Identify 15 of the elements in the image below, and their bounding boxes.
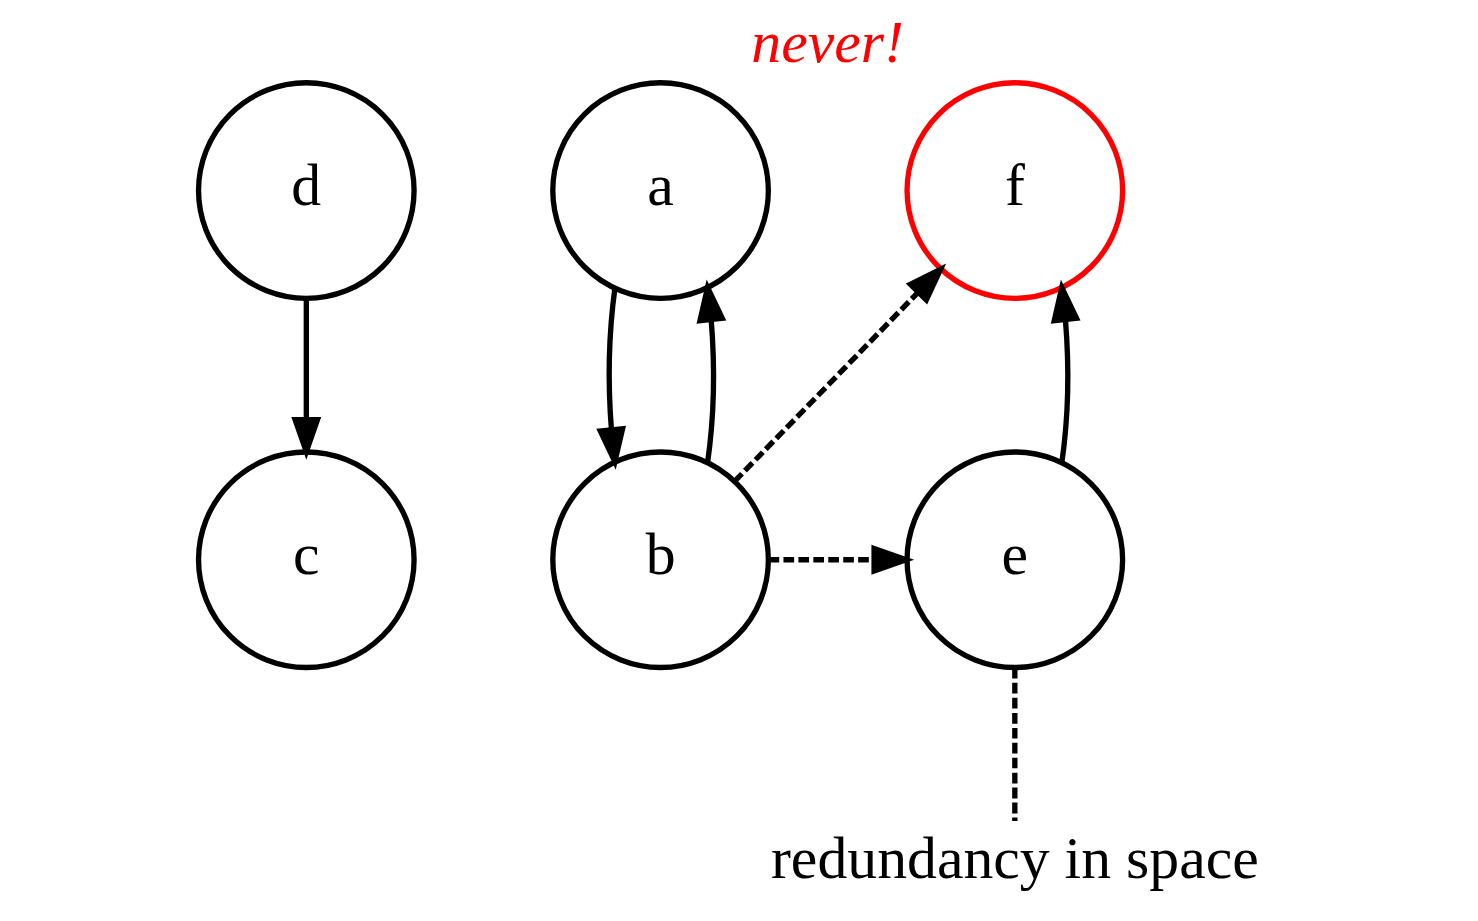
node-label: never! xyxy=(751,9,904,76)
node-circle: d xyxy=(195,80,417,301)
arrow xyxy=(1050,279,1081,463)
node-circle: b xyxy=(550,449,771,671)
node-text: redundancy in space xyxy=(770,824,1259,891)
node-circle: f xyxy=(904,80,1126,301)
arrow xyxy=(768,544,915,575)
arrow xyxy=(732,263,947,484)
arrow xyxy=(596,288,627,470)
arrow xyxy=(291,299,322,460)
connector xyxy=(1012,668,1018,821)
node-circle: c xyxy=(195,449,417,671)
arrow xyxy=(696,279,727,463)
node-circle: a xyxy=(550,80,771,301)
node-circle: e xyxy=(904,449,1126,671)
